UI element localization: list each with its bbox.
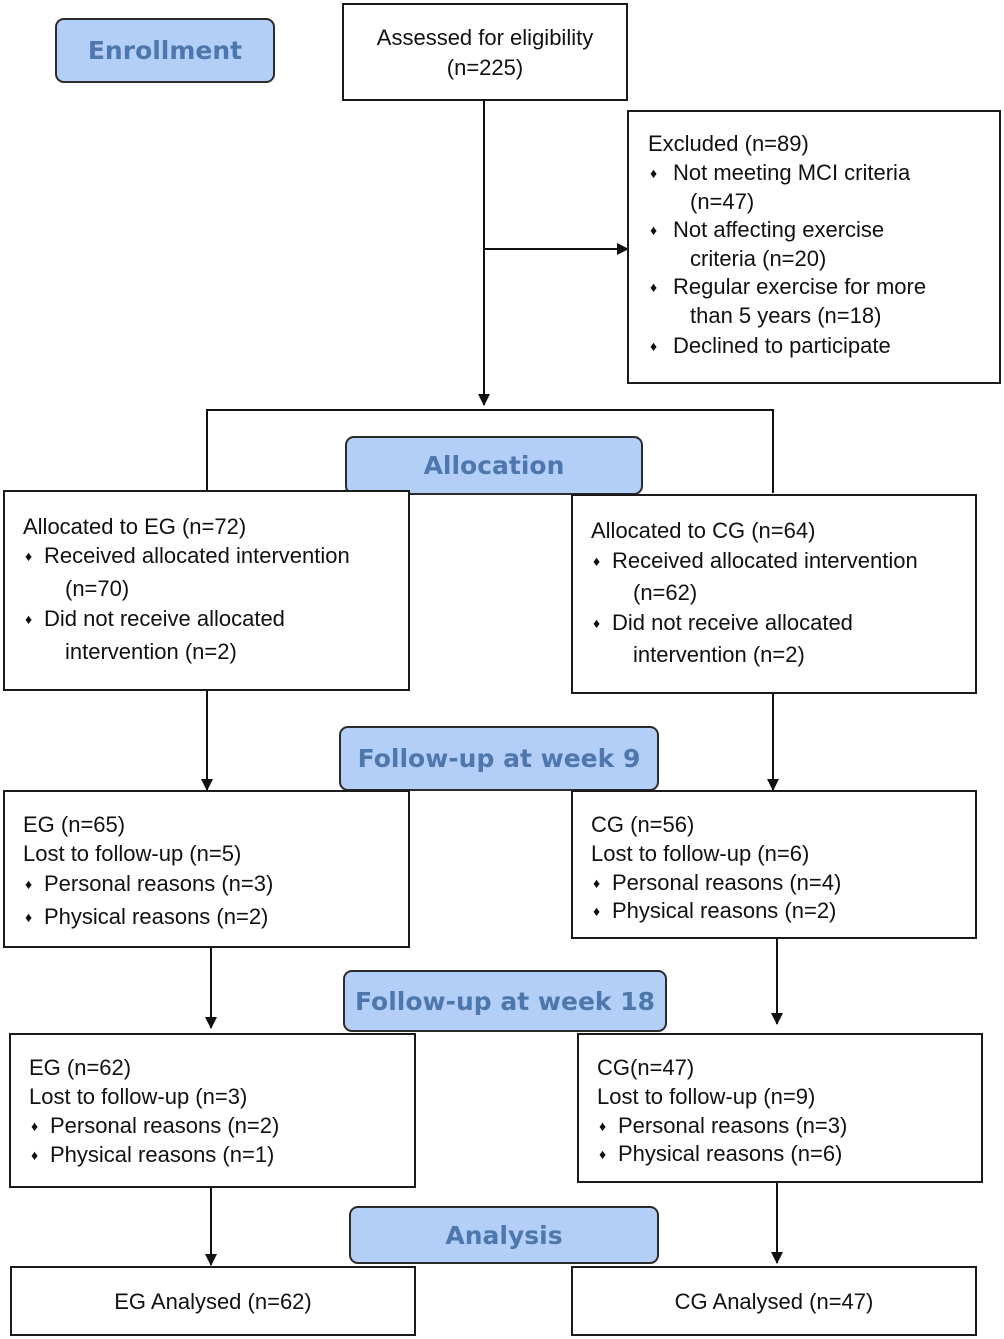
fu18-cg-title: CG(n=47) xyxy=(597,1055,695,1080)
bullet-icon: ♦ xyxy=(31,1147,39,1163)
bullet-icon: ♦ xyxy=(593,553,601,569)
fu9-cg-lost: Lost to follow-up (n=6) xyxy=(591,841,810,866)
allocated-cg-item: Received allocated intervention xyxy=(612,548,918,573)
analysed-cg-text: CG Analysed (n=47) xyxy=(674,1289,874,1314)
assessed-line1: Assessed for eligibility xyxy=(376,25,594,50)
allocated-eg-title: Allocated to EG (n=72) xyxy=(23,514,247,539)
excluded-item-cont: criteria (n=20) xyxy=(690,246,827,271)
allocated-eg-box: Allocated to EG (n=72) ♦ Received alloca… xyxy=(3,490,410,691)
stage-followup-week18: Follow-up at week 18 xyxy=(343,970,667,1032)
analysed-cg-box: CG Analysed (n=47) xyxy=(571,1266,977,1336)
split-line xyxy=(206,409,774,493)
assessed-line2: (n=225) xyxy=(446,55,524,80)
bullet-icon: ♦ xyxy=(25,548,33,564)
stage-enrollment: Enrollment xyxy=(55,18,275,83)
bullet-icon: ♦ xyxy=(593,875,601,891)
allocated-eg-item-cont: (n=70) xyxy=(65,576,130,601)
bullet-icon: ♦ xyxy=(650,279,658,295)
stage-followup-week9: Follow-up at week 9 xyxy=(339,726,659,791)
allocated-eg-item-cont: intervention (n=2) xyxy=(65,639,237,664)
fu9-cg-box: CG (n=56) Lost to follow-up (n=6) ♦ Pers… xyxy=(571,790,977,939)
bullet-icon: ♦ xyxy=(25,876,33,892)
fu18-eg-title: EG (n=62) xyxy=(29,1055,132,1080)
bullet-icon: ♦ xyxy=(25,909,33,925)
excluded-title: Excluded (n=89) xyxy=(648,131,809,156)
stage-analysis: Analysis xyxy=(349,1206,659,1264)
fu9-eg-reason: Personal reasons (n=3) xyxy=(44,871,274,896)
fu18-cg-lost: Lost to follow-up (n=9) xyxy=(597,1084,816,1109)
fu9-eg-lost: Lost to follow-up (n=5) xyxy=(23,841,242,866)
bullet-icon: ♦ xyxy=(599,1118,607,1134)
excluded-item-cont: (n=47) xyxy=(690,189,755,214)
excluded-box: Excluded (n=89) ♦ Not meeting MCI criter… xyxy=(627,110,1001,384)
fu18-cg-reason: Personal reasons (n=3) xyxy=(618,1113,848,1138)
fu18-eg-reason: Physical reasons (n=1) xyxy=(50,1142,275,1167)
analysed-eg-box: EG Analysed (n=62) xyxy=(10,1266,416,1336)
bullet-icon: ♦ xyxy=(31,1118,39,1134)
assessed-box: Assessed for eligibility (n=225) xyxy=(342,3,628,101)
allocated-cg-item: Did not receive allocated xyxy=(612,610,853,635)
excluded-item: Declined to participate xyxy=(673,333,891,358)
fu18-eg-lost: Lost to follow-up (n=3) xyxy=(29,1084,248,1109)
allocated-cg-item-cont: (n=62) xyxy=(633,580,698,605)
excluded-item-cont: than 5 years (n=18) xyxy=(690,303,882,328)
analysed-eg-text: EG Analysed (n=62) xyxy=(114,1289,312,1314)
bullet-icon: ♦ xyxy=(650,222,658,238)
allocated-eg-item: Received allocated intervention xyxy=(44,543,350,568)
bullet-icon: ♦ xyxy=(599,1146,607,1162)
allocated-cg-box: Allocated to CG (n=64) ♦ Received alloca… xyxy=(571,494,977,694)
bullet-icon: ♦ xyxy=(593,615,601,631)
excluded-item: Regular exercise for more xyxy=(673,274,927,299)
allocated-cg-item-cont: intervention (n=2) xyxy=(633,642,805,667)
fu18-cg-reason: Physical reasons (n=6) xyxy=(618,1141,843,1166)
fu18-eg-reason: Personal reasons (n=2) xyxy=(50,1113,280,1138)
bullet-icon: ♦ xyxy=(593,903,601,919)
fu18-cg-box: CG(n=47) Lost to follow-up (n=9) ♦ Perso… xyxy=(577,1033,983,1183)
fu9-cg-reason: Personal reasons (n=4) xyxy=(612,870,842,895)
bullet-icon: ♦ xyxy=(650,338,658,354)
fu9-cg-reason: Physical reasons (n=2) xyxy=(612,898,837,923)
fu9-cg-title: CG (n=56) xyxy=(591,812,695,837)
bullet-icon: ♦ xyxy=(650,165,658,181)
allocated-eg-item: Did not receive allocated xyxy=(44,606,285,631)
allocated-cg-title: Allocated to CG (n=64) xyxy=(591,518,816,543)
fu18-eg-box: EG (n=62) Lost to follow-up (n=3) ♦ Pers… xyxy=(9,1033,416,1188)
fu9-eg-title: EG (n=65) xyxy=(23,812,126,837)
bullet-icon: ♦ xyxy=(25,611,33,627)
excluded-item: Not meeting MCI criteria xyxy=(673,160,911,185)
stage-allocation: Allocation xyxy=(345,436,643,495)
fu9-eg-box: EG (n=65) Lost to follow-up (n=5) ♦ Pers… xyxy=(3,790,410,948)
fu9-eg-reason: Physical reasons (n=2) xyxy=(44,904,269,929)
excluded-item: Not affecting exercise xyxy=(673,217,885,242)
